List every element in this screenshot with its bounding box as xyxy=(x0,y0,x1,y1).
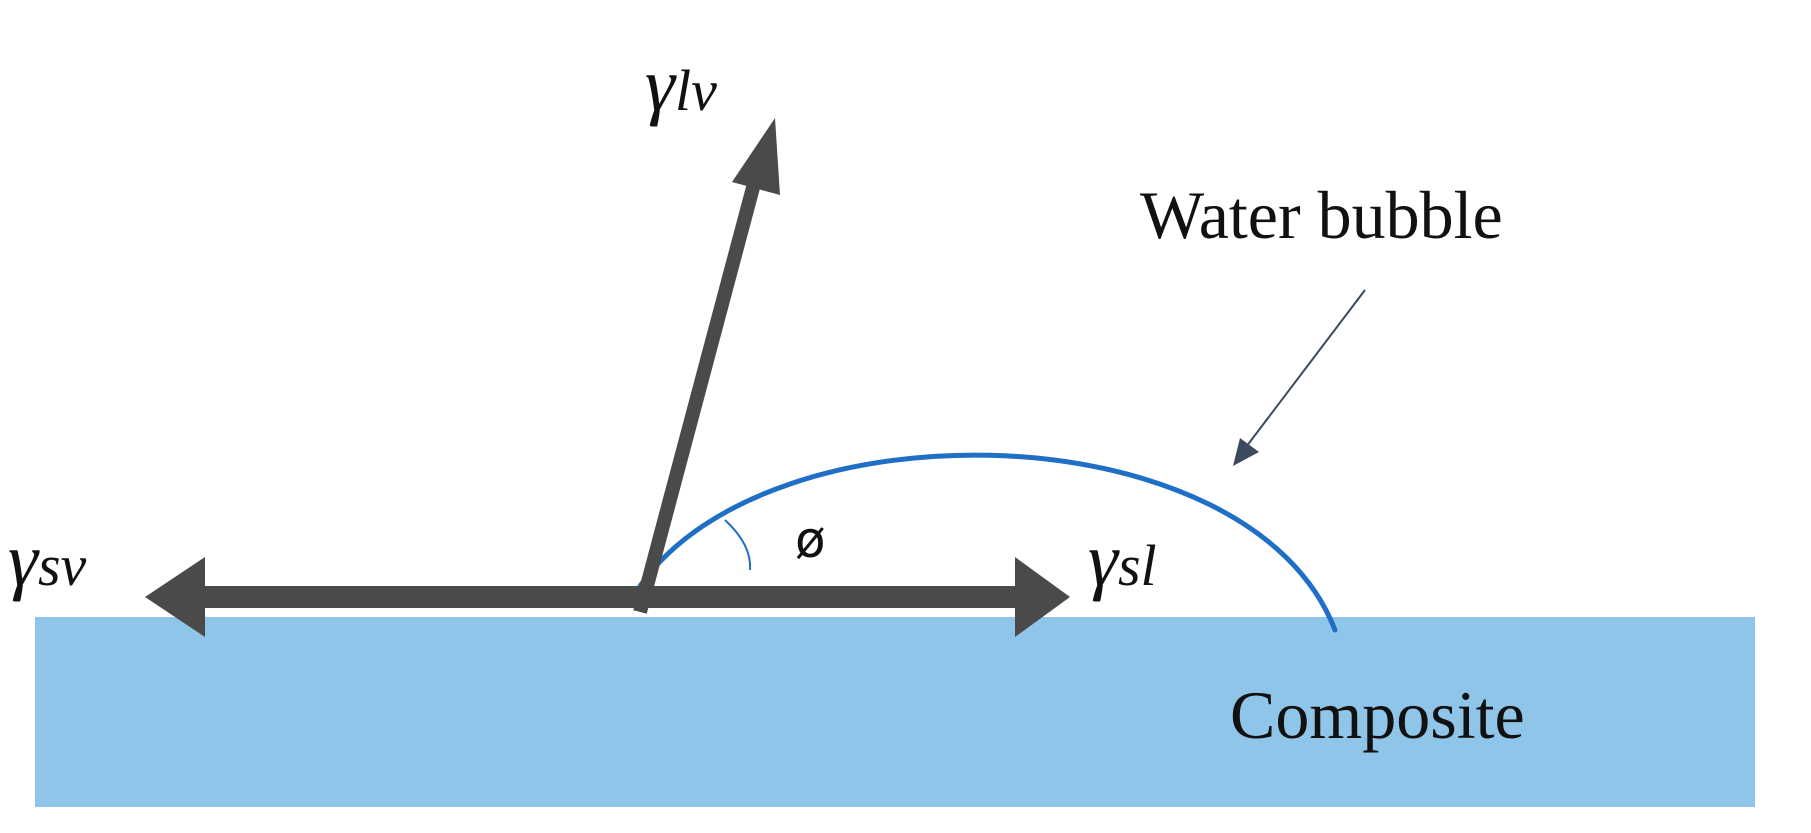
composite-substrate xyxy=(35,617,1755,807)
contact-angle-symbol: ø xyxy=(795,511,826,569)
lv-arrow-shaft xyxy=(633,178,762,614)
gamma-lv-label: γlv xyxy=(645,43,717,127)
horizontal-force-arrow xyxy=(145,557,1070,637)
contact-angle-arc xyxy=(724,519,752,571)
lv-arrow-head-icon xyxy=(732,118,780,195)
arrow-pointer-icon xyxy=(1239,289,1366,456)
lv-force-arrow xyxy=(633,118,780,614)
sv-arrow-head-icon xyxy=(145,557,205,637)
water-bubble-outline xyxy=(637,452,1338,633)
gamma-sl-label: γsl xyxy=(1088,518,1157,602)
pointer-head-icon xyxy=(1233,438,1259,466)
water-bubble-label: Water bubble xyxy=(1140,177,1503,253)
sl-arrow-head-icon xyxy=(1015,557,1070,637)
composite-label: Composite xyxy=(1230,677,1525,753)
bubble-pointer xyxy=(1233,289,1366,466)
gamma-sv-label: γsv xyxy=(8,518,87,602)
